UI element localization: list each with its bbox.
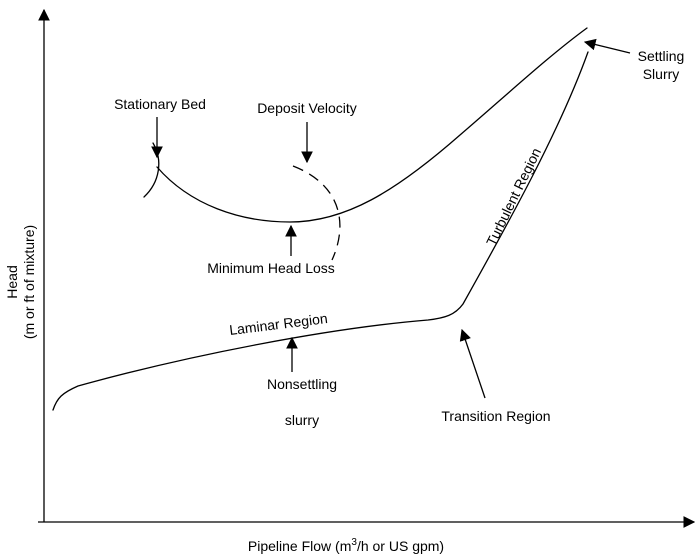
pointer-arrows: [151, 38, 631, 399]
curves: [52, 27, 589, 411]
minimum-head-loss-label: Minimum Head Loss: [207, 260, 335, 276]
nonsettling-slurry-curve: [52, 51, 589, 411]
x-axis-label-superscript: 3: [351, 537, 357, 548]
transition-region-label: Transition Region: [441, 408, 550, 424]
axes: [38, 8, 696, 528]
deposit-velocity-label: Deposit Velocity: [257, 100, 357, 116]
nonsettling-slurry-label-line2: slurry: [285, 412, 319, 428]
annotations: Stationary Bed Deposit Velocity Minimum …: [114, 48, 684, 428]
transition-region-arrow: [459, 328, 486, 399]
x-axis-label: Pipeline Flow (m3/h or US gpm): [248, 537, 444, 554]
y-axis-label: Head (m or ft of mixture): [4, 225, 37, 339]
nonsettling-slurry-label-line1: Nonsettling: [267, 376, 337, 392]
settling-slurry-label-line1: Settling: [638, 48, 685, 64]
turbulent-region-label: Turbulent Region: [483, 145, 544, 248]
stationary-bed-label: Stationary Bed: [114, 96, 206, 112]
settling-slurry-curve: [156, 27, 588, 223]
y-axis-label-main: Head: [4, 265, 20, 298]
settling-slurry-arrow: [583, 38, 631, 54]
y-axis-label-sub: (m or ft of mixture): [21, 225, 37, 339]
settling-slurry-label-line2: Slurry: [643, 66, 680, 82]
deposit-velocity-dashed-arc: [292, 165, 341, 261]
laminar-region-label: Laminar Region: [228, 310, 328, 338]
